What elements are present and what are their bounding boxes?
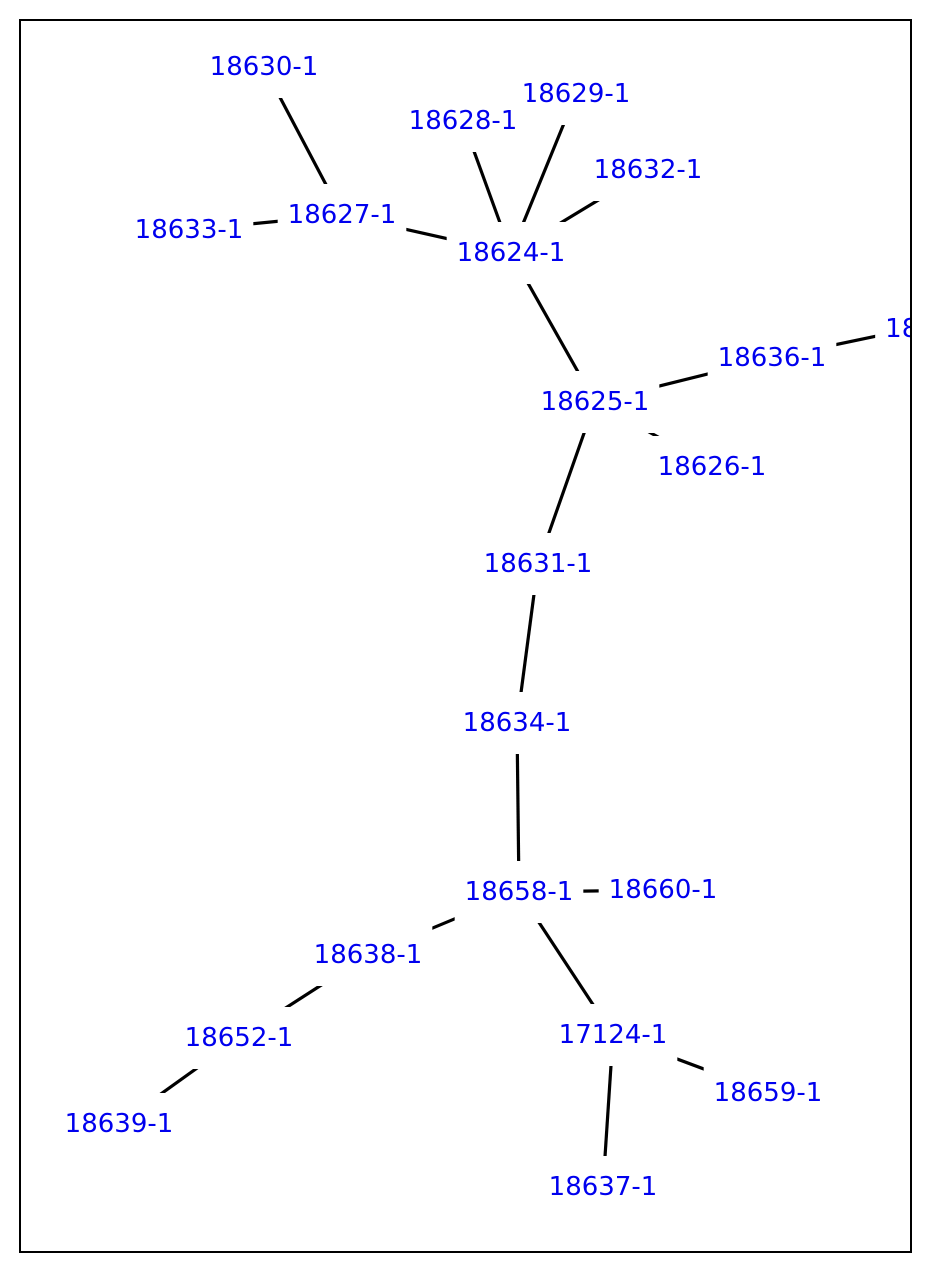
- node-label: 18630-1: [210, 52, 319, 82]
- node-label: 18626-1: [658, 452, 767, 482]
- node-label: 18639-1: [65, 1109, 174, 1139]
- node-label: 18632-1: [594, 155, 703, 185]
- node-18630-1[interactable]: 18630-1: [199, 36, 329, 98]
- node-label: 18624-1: [457, 238, 566, 268]
- node-label: 18633-1: [135, 215, 244, 245]
- node-18659-1[interactable]: 18659-1: [703, 1062, 833, 1124]
- node-label: 18637-1: [549, 1172, 658, 1202]
- node-label-background: [707, 327, 837, 389]
- node-label-background: [454, 861, 584, 923]
- node-label: 17124-1: [559, 1020, 668, 1050]
- node-18631-1[interactable]: 18631-1: [473, 533, 603, 595]
- node-18629-1[interactable]: 18629-1: [511, 63, 641, 125]
- node-label-background: [583, 139, 713, 201]
- node-label-background: [538, 1156, 668, 1218]
- node-label: 18659-1: [714, 1078, 823, 1108]
- node-label-background: [54, 1093, 184, 1155]
- node-label: 18627-1: [288, 200, 397, 230]
- node-label: 18636-1: [718, 343, 827, 373]
- node-18627-1[interactable]: 18627-1: [277, 184, 407, 246]
- node-18660-1[interactable]: 18660-1: [598, 859, 728, 921]
- node-label-background: [277, 184, 407, 246]
- node-label: 18628-1: [409, 106, 518, 136]
- node-18626-1[interactable]: 18626-1: [647, 436, 777, 498]
- node-label: 18634-1: [463, 708, 572, 738]
- node-17124-1[interactable]: 17124-1: [548, 1004, 678, 1066]
- frame-border: [19, 19, 912, 1253]
- node-18625-1[interactable]: 18625-1: [530, 371, 660, 433]
- node-label-background: [511, 63, 641, 125]
- node-label: 186: [885, 314, 931, 344]
- node-label-background: [703, 1062, 833, 1124]
- node-label: 18658-1: [465, 877, 574, 907]
- node-label: 18631-1: [484, 549, 593, 579]
- node-label-background: [548, 1004, 678, 1066]
- node-label: 18638-1: [314, 940, 423, 970]
- node-18637-1[interactable]: 18637-1: [538, 1156, 668, 1218]
- node-label-background: [473, 533, 603, 595]
- node-label: 18625-1: [541, 387, 650, 417]
- node-label: 18652-1: [185, 1023, 294, 1053]
- node-label-background: [199, 36, 329, 98]
- node-label-background: [452, 692, 582, 754]
- node-label-background: [647, 436, 777, 498]
- node-label-background: [174, 1007, 304, 1069]
- node-18658-1[interactable]: 18658-1: [454, 861, 584, 923]
- node-label-background: [875, 298, 911, 360]
- node-label-background: [446, 222, 576, 284]
- node-label-background: [598, 859, 728, 921]
- node-label: 18629-1: [522, 79, 631, 109]
- node-18632-1[interactable]: 18632-1: [583, 139, 713, 201]
- node-18638-1[interactable]: 18638-1: [303, 924, 433, 986]
- node-18628-1[interactable]: 18628-1: [398, 90, 528, 152]
- node-label-background: [398, 90, 528, 152]
- node-18639-1[interactable]: 18639-1: [54, 1093, 184, 1155]
- node-186-partial[interactable]: 186: [875, 298, 931, 360]
- node-18633-1[interactable]: 18633-1: [124, 199, 254, 261]
- node-label: 18660-1: [609, 875, 718, 905]
- node-label-background: [530, 371, 660, 433]
- node-18634-1[interactable]: 18634-1: [452, 692, 582, 754]
- node-label-background: [303, 924, 433, 986]
- node-18652-1[interactable]: 18652-1: [174, 1007, 304, 1069]
- node-18636-1[interactable]: 18636-1: [707, 327, 837, 389]
- node-label-background: [124, 199, 254, 261]
- node-18624-1[interactable]: 18624-1: [446, 222, 576, 284]
